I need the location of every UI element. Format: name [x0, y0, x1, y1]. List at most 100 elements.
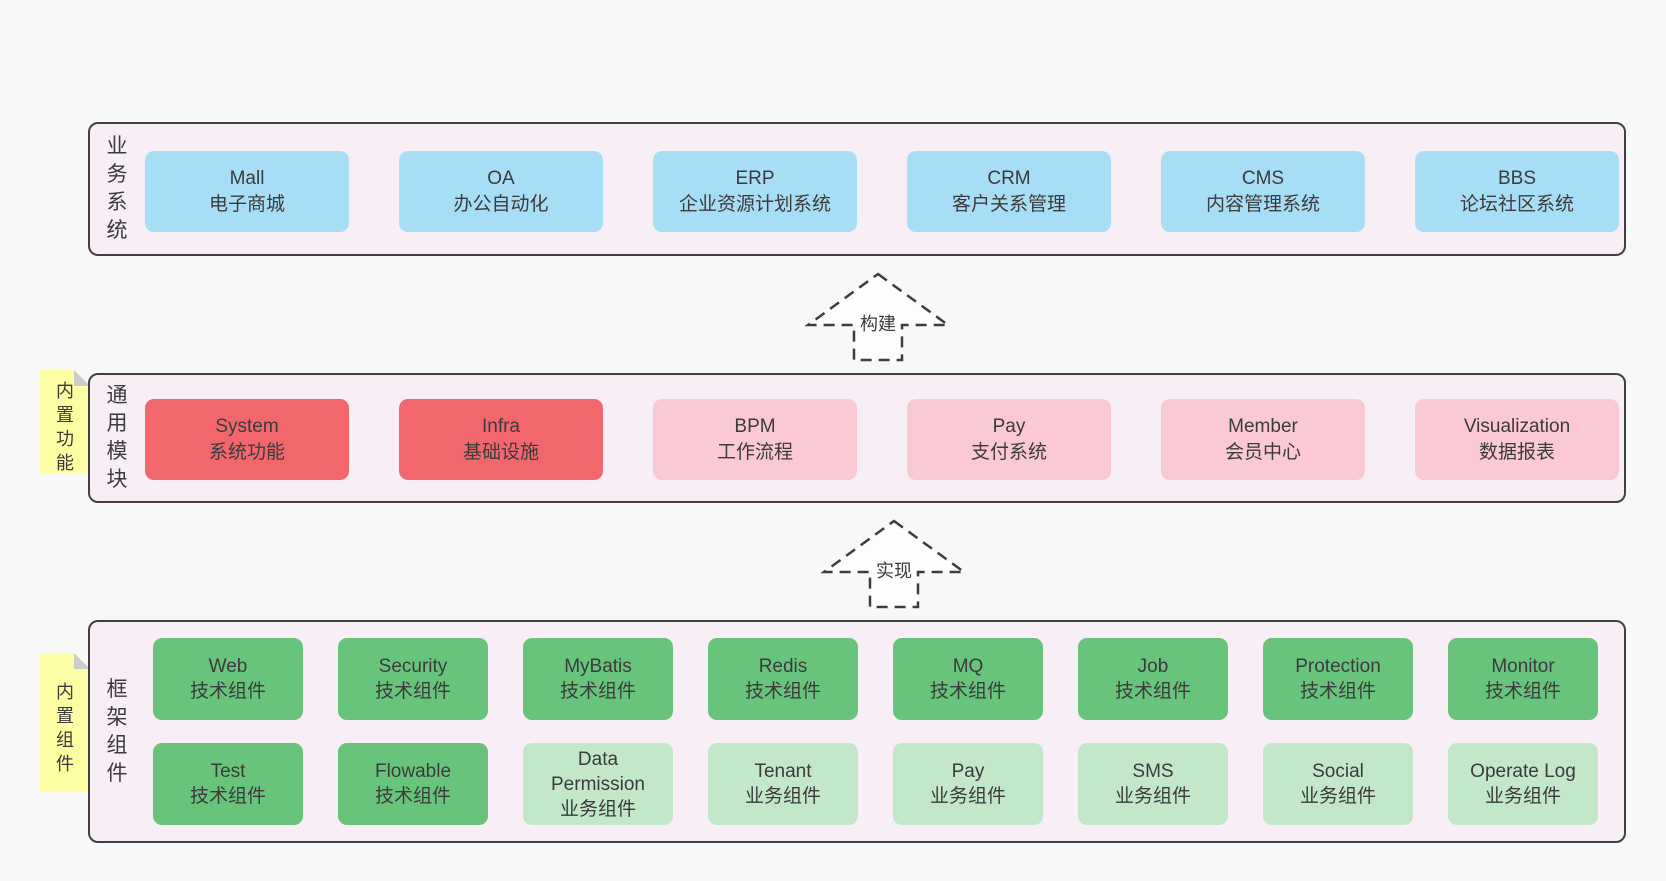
box-title: Pay [992, 415, 1026, 437]
box-oa: OA 办公自动化 [399, 151, 603, 232]
box-title: System [215, 415, 279, 437]
box-bbs: BBS 论坛社区系统 [1415, 151, 1619, 232]
box-cms: CMS 内容管理系统 [1161, 151, 1365, 232]
box-title: Pay [951, 761, 985, 782]
box-subtitle: 论坛社区系统 [1459, 193, 1574, 215]
box-title: CRM [987, 167, 1031, 189]
box-flowable: Flowable 技术组件 [338, 743, 488, 825]
box-title: Member [1228, 415, 1298, 437]
box-title: Operate Log [1470, 761, 1576, 782]
box-subtitle: 基础设施 [462, 441, 539, 463]
box-member: Member 会员中心 [1161, 399, 1365, 480]
box-test: Test 技术组件 [153, 743, 303, 825]
box-subtitle: 业务组件 [559, 798, 636, 820]
box-subtitle: 系统功能 [208, 441, 285, 463]
box-subtitle: 数据报表 [1478, 441, 1555, 463]
box-subtitle: 技术组件 [374, 681, 451, 702]
arrow-up-implement: 实现 [821, 518, 967, 610]
box-subtitle: 业务组件 [744, 786, 821, 807]
box-subtitle: 支付系统 [970, 441, 1047, 463]
box-subtitle: 技术组件 [189, 681, 266, 702]
box-job: Job 技术组件 [1078, 638, 1228, 720]
box-title: Test [210, 761, 246, 782]
box-title: Redis [758, 656, 808, 677]
section-vertical-label: 框架组件 [106, 677, 128, 785]
box-infra: Infra 基础设施 [399, 399, 603, 480]
box-subtitle: 技术组件 [744, 681, 821, 702]
box-subtitle: 企业资源计划系统 [678, 193, 831, 215]
sticky-note-text: 内置功能 [56, 380, 74, 473]
box-visualization: Visualization 数据报表 [1415, 399, 1619, 480]
box-social: Social 业务组件 [1263, 743, 1413, 825]
box-subtitle: 业务组件 [929, 786, 1006, 807]
box-mybatis: MyBatis 技术组件 [523, 638, 673, 720]
common-modules-row: System 系统功能 Infra 基础设施 BPM 工作流程 Pay 支付系统… [145, 399, 1619, 480]
section-vertical-label: 业务系统 [106, 135, 128, 242]
box-subtitle: 工作流程 [716, 441, 793, 463]
box-subtitle: 办公自动化 [453, 193, 549, 215]
box-system: System 系统功能 [145, 399, 349, 480]
box-title: BBS [1497, 167, 1537, 189]
tech-components-row: Web 技术组件 Security 技术组件 MyBatis 技术组件 Redi… [153, 638, 1598, 720]
box-subtitle: 技术组件 [189, 786, 266, 807]
box-subtitle: 业务组件 [1484, 786, 1561, 807]
box-subtitle: 业务组件 [1299, 786, 1376, 807]
box-title: Social [1312, 761, 1364, 782]
box-title: Visualization [1463, 415, 1571, 437]
box-title: MyBatis [564, 656, 632, 677]
box-title: MQ [952, 656, 984, 677]
box-subtitle: 客户关系管理 [951, 193, 1066, 215]
box-title: BPM [734, 415, 776, 437]
box-subtitle: 技术组件 [559, 681, 636, 702]
box-pay: Pay 支付系统 [907, 399, 1111, 480]
box-protection: Protection 技术组件 [1263, 638, 1413, 720]
box-crm: CRM 客户关系管理 [907, 151, 1111, 232]
box-pay-biz: Pay 业务组件 [893, 743, 1043, 825]
box-monitor: Monitor 技术组件 [1448, 638, 1598, 720]
box-data-permission: Data Permission 业务组件 [523, 743, 673, 825]
box-subtitle: 电子商城 [208, 193, 285, 215]
business-systems-row: Mall 电子商城 OA 办公自动化 ERP 企业资源计划系统 CRM 客户关系… [145, 151, 1619, 232]
box-title: SMS [1132, 761, 1174, 782]
box-subtitle: 业务组件 [1114, 786, 1191, 807]
biz-components-row: Test 技术组件 Flowable 技术组件 Data Permission … [153, 743, 1598, 825]
box-subtitle: 技术组件 [1114, 681, 1191, 702]
box-operate-log: Operate Log 业务组件 [1448, 743, 1598, 825]
box-redis: Redis 技术组件 [708, 638, 858, 720]
box-title: ERP [735, 167, 775, 189]
box-title: Security [378, 656, 448, 677]
box-title: Tenant [754, 761, 812, 782]
arrow-up-build: 构建 [805, 271, 951, 363]
arrow-label: 实现 [874, 560, 914, 582]
box-title: Protection [1295, 656, 1381, 677]
arrow-label: 构建 [858, 313, 898, 335]
box-subtitle: 技术组件 [929, 681, 1006, 702]
sticky-note-builtin-components: 内置组件 [40, 653, 90, 792]
box-web: Web 技术组件 [153, 638, 303, 720]
box-bpm: BPM 工作流程 [653, 399, 857, 480]
box-security: Security 技术组件 [338, 638, 488, 720]
box-title: Data Permission [551, 748, 645, 795]
section-framework-components: 框架组件 Web 技术组件 Security 技术组件 MyBatis 技术组件… [88, 620, 1626, 843]
section-common-modules: 通用模块 System 系统功能 Infra 基础设施 BPM 工作流程 Pay… [88, 373, 1626, 503]
section-vertical-label: 通用模块 [106, 384, 128, 491]
box-subtitle: 技术组件 [1484, 681, 1561, 702]
sticky-note-builtin-features: 内置功能 [40, 370, 90, 473]
box-subtitle: 技术组件 [1299, 681, 1376, 702]
box-title: Job [1137, 656, 1169, 677]
box-title: Monitor [1491, 656, 1555, 677]
box-title: Web [208, 656, 248, 677]
box-tenant: Tenant 业务组件 [708, 743, 858, 825]
box-subtitle: 技术组件 [374, 786, 451, 807]
box-title: Infra [481, 415, 521, 437]
box-sms: SMS 业务组件 [1078, 743, 1228, 825]
box-mq: MQ 技术组件 [893, 638, 1043, 720]
box-subtitle: 会员中心 [1224, 441, 1301, 463]
box-title: Mall [229, 167, 265, 189]
box-title: OA [487, 167, 515, 189]
box-title: Flowable [374, 761, 452, 782]
box-erp: ERP 企业资源计划系统 [653, 151, 857, 232]
sticky-note-text: 内置组件 [56, 681, 74, 774]
box-title: CMS [1241, 167, 1285, 189]
